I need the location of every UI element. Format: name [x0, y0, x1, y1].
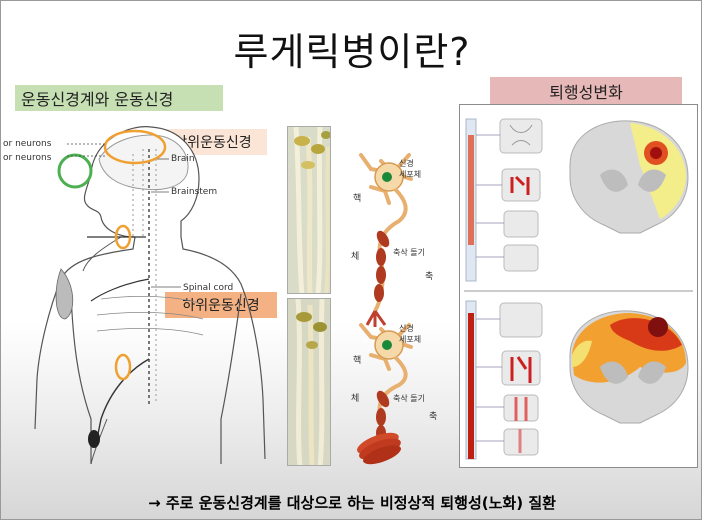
- side-label-2: 체: [351, 394, 360, 404]
- nucleus-label-2: 핵: [353, 356, 362, 366]
- spinal-cord-label: Spinal cord: [183, 283, 234, 293]
- severe-stage: [465, 300, 689, 460]
- brainstem-label: Brainstem: [171, 187, 218, 197]
- axon-label-1: 축삭 돌기: [393, 248, 425, 257]
- degeneration-panel: [459, 104, 698, 468]
- upper-neuron-highlight: [103, 129, 167, 165]
- brain-highlight-green: [57, 153, 93, 189]
- cervical-highlight: [114, 224, 132, 250]
- degenerated-neuron: [357, 323, 413, 465]
- lumbar-highlight: [114, 353, 132, 381]
- side-label-4: 축: [429, 412, 438, 422]
- nucleus-label-1: 핵: [353, 194, 362, 204]
- degeneration-label: 퇴행성변화: [490, 77, 682, 104]
- slide-title: 루게릭병이란?: [233, 30, 471, 74]
- cell-body-label-1: 신경 세포체: [399, 159, 422, 179]
- side-label-3: 축: [425, 272, 434, 282]
- conclusion-text: → 주로 운동신경계를 대상으로 하는 비정상적 퇴행성(노화) 질환: [148, 494, 556, 512]
- mild-stage: [465, 118, 689, 282]
- neurons-label-1: or neurons: [3, 139, 52, 149]
- healthy-neuron: [359, 153, 413, 327]
- neuron-illustrations: [357, 153, 413, 465]
- motor-pathway-diagram: [34, 126, 266, 465]
- neurons-label-2: or neurons: [3, 153, 52, 163]
- axon-label-2: 축삭 돌기: [393, 394, 425, 403]
- brain-label: Brain: [171, 154, 195, 164]
- cell-body-label-2: 신경 세포체: [399, 324, 422, 344]
- sprout-photo-bottom: [287, 298, 331, 466]
- side-label-1: 체: [351, 252, 360, 262]
- sprout-photo-top: [287, 126, 331, 294]
- motor-system-label: 운동신경계와 운동신경: [15, 85, 223, 111]
